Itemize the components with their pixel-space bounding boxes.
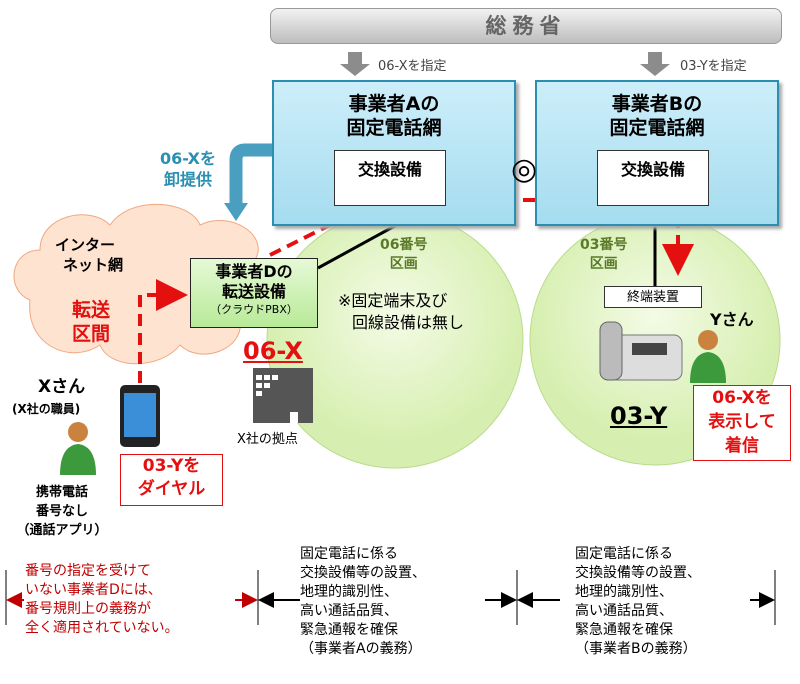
b-note-line: 高い通話品質、 [575, 603, 673, 619]
carrier-d-line1: 事業者Dの [215, 262, 293, 281]
no-equipment-line1: ※固定端末及び [338, 291, 448, 310]
b-note-line: 地理的識別性、 [575, 584, 673, 600]
carrier-d-line3: （クラウドPBX） [210, 303, 298, 316]
transfer-line1: 転送 [72, 299, 111, 321]
d-note-line: いない事業者Dには、 [25, 582, 162, 598]
responsibility-arrows [5, 570, 776, 625]
d-note-line: 全く適用されていない。 [25, 620, 179, 636]
transfer-line2: 区間 [72, 323, 111, 345]
person-x-role: (X社の職員) [12, 402, 81, 416]
display-note-line1: 06-Xを [712, 388, 772, 408]
ministry-banner: 総務省 [270, 8, 782, 44]
wholesale-label: 06-Xを 卸提供 [160, 148, 216, 190]
down-arrow-b [640, 52, 670, 76]
assign-a-label: 06-Xを指定 [378, 59, 447, 74]
b-note-line: （事業者Bの義務） [575, 641, 697, 657]
display-note-line3: 着信 [725, 436, 759, 456]
internet-line1: インター [55, 236, 116, 254]
d-note-line: 番号の指定を受けて [25, 563, 151, 579]
carrier-a-title-2: 固定電話網 [346, 117, 442, 139]
a-note-line: 高い通話品質、 [300, 603, 398, 619]
a-note-line: 緊急通報を確保 [300, 622, 398, 638]
carrier-d-obligation: 番号の指定を受けて いない事業者Dには、 番号規則上の義務が 全く適用されていな… [25, 562, 179, 638]
black-line-a [317, 220, 403, 270]
down-arrow-a [340, 52, 370, 76]
dial-note-line1: 03-Yを [142, 456, 201, 476]
mobile-note: 携帯電話 番号なし （通話アプリ） [12, 483, 112, 540]
b-note-line: 交換設備等の設置、 [575, 565, 701, 581]
smartphone-icon [120, 385, 160, 447]
area-03-line2: 区画 [589, 256, 618, 272]
a-note-line: 固定電話に係る [300, 546, 398, 562]
carrier-b-obligation: 固定電話に係る 交換設備等の設置、 地理的識別性、 高い通話品質、 緊急通報を確… [575, 545, 701, 659]
carrier-b-network: 事業者Bの 固定電話網 交換設備 [535, 80, 779, 226]
carrier-b-title-1: 事業者Bの [611, 93, 703, 115]
carrier-a-title-1: 事業者Aの [348, 93, 440, 115]
site-x-label: X社の拠点 [237, 432, 298, 447]
b-note-line: 固定電話に係る [575, 546, 673, 562]
wholesale-line1: 06-Xを [160, 149, 216, 168]
mobile-note-line3: （通話アプリ） [16, 523, 108, 538]
wholesale-line2: 卸提供 [163, 170, 212, 189]
red-dashed-transfer [138, 279, 188, 383]
a-note-line: 地理的識別性、 [300, 584, 398, 600]
wholesale-arrow [229, 143, 272, 205]
carrier-b-switch: 交換設備 [597, 150, 709, 206]
carrier-a-network: 事業者Aの 固定電話網 交換設備 [272, 80, 516, 226]
building-icon [253, 368, 313, 423]
carrier-a-switch: 交換設備 [334, 150, 446, 206]
carrier-a-obligation: 固定電話に係る 交換設備等の設置、 地理的識別性、 高い通話品質、 緊急通報を確… [300, 545, 426, 659]
number-06-x: 06-X [243, 337, 303, 365]
area-03-label: 03番号 区画 [580, 236, 627, 274]
mobile-note-line1: 携帯電話 [35, 485, 88, 500]
interconnect-symbol: ◎ [511, 152, 538, 187]
area-06-line1: 06番号 [380, 237, 428, 253]
dial-note-box: 03-Yを ダイヤル [120, 454, 223, 506]
carrier-d-box: 事業者Dの 転送設備 （クラウドPBX） [190, 258, 318, 328]
terminal-device: 終端装置 [604, 286, 702, 308]
person-x-name: Xさん [38, 377, 86, 397]
assign-b-label: 03-Yを指定 [680, 59, 747, 74]
display-note-box: 06-Xを 表示して 着信 [693, 385, 791, 461]
person-y-label: Yさん [710, 310, 754, 329]
number-03-y: 03-Y [610, 402, 668, 430]
display-note-line2: 表示して [708, 412, 776, 432]
no-equipment-note: ※固定端末及び 回線設備は無し [338, 290, 464, 334]
person-y-icon [690, 330, 726, 383]
a-note-line: 交換設備等の設置、 [300, 565, 426, 581]
dial-note-line2: ダイヤル [137, 479, 206, 499]
internet-label: インター ネット網 [55, 235, 123, 275]
carrier-b-title-2: 固定電話網 [609, 117, 705, 139]
person-x-icon [60, 422, 96, 475]
a-note-line: （事業者Aの義務） [300, 641, 422, 657]
area-06-label: 06番号 区画 [380, 236, 427, 274]
mobile-note-line2: 番号なし [35, 504, 88, 519]
b-note-line: 緊急通報を確保 [575, 622, 673, 638]
desk-phone-icon [599, 321, 683, 381]
carrier-d-line2: 転送設備 [221, 282, 286, 301]
area-03-line1: 03番号 [580, 237, 628, 253]
area-06-line2: 区画 [389, 256, 418, 272]
transfer-section-label: 転送 区間 [72, 298, 110, 346]
no-equipment-line2: 回線設備は無し [352, 313, 465, 332]
internet-line2: ネット網 [63, 256, 124, 274]
red-dashed-route [269, 198, 694, 276]
d-note-line: 番号規則上の義務が [25, 601, 151, 617]
